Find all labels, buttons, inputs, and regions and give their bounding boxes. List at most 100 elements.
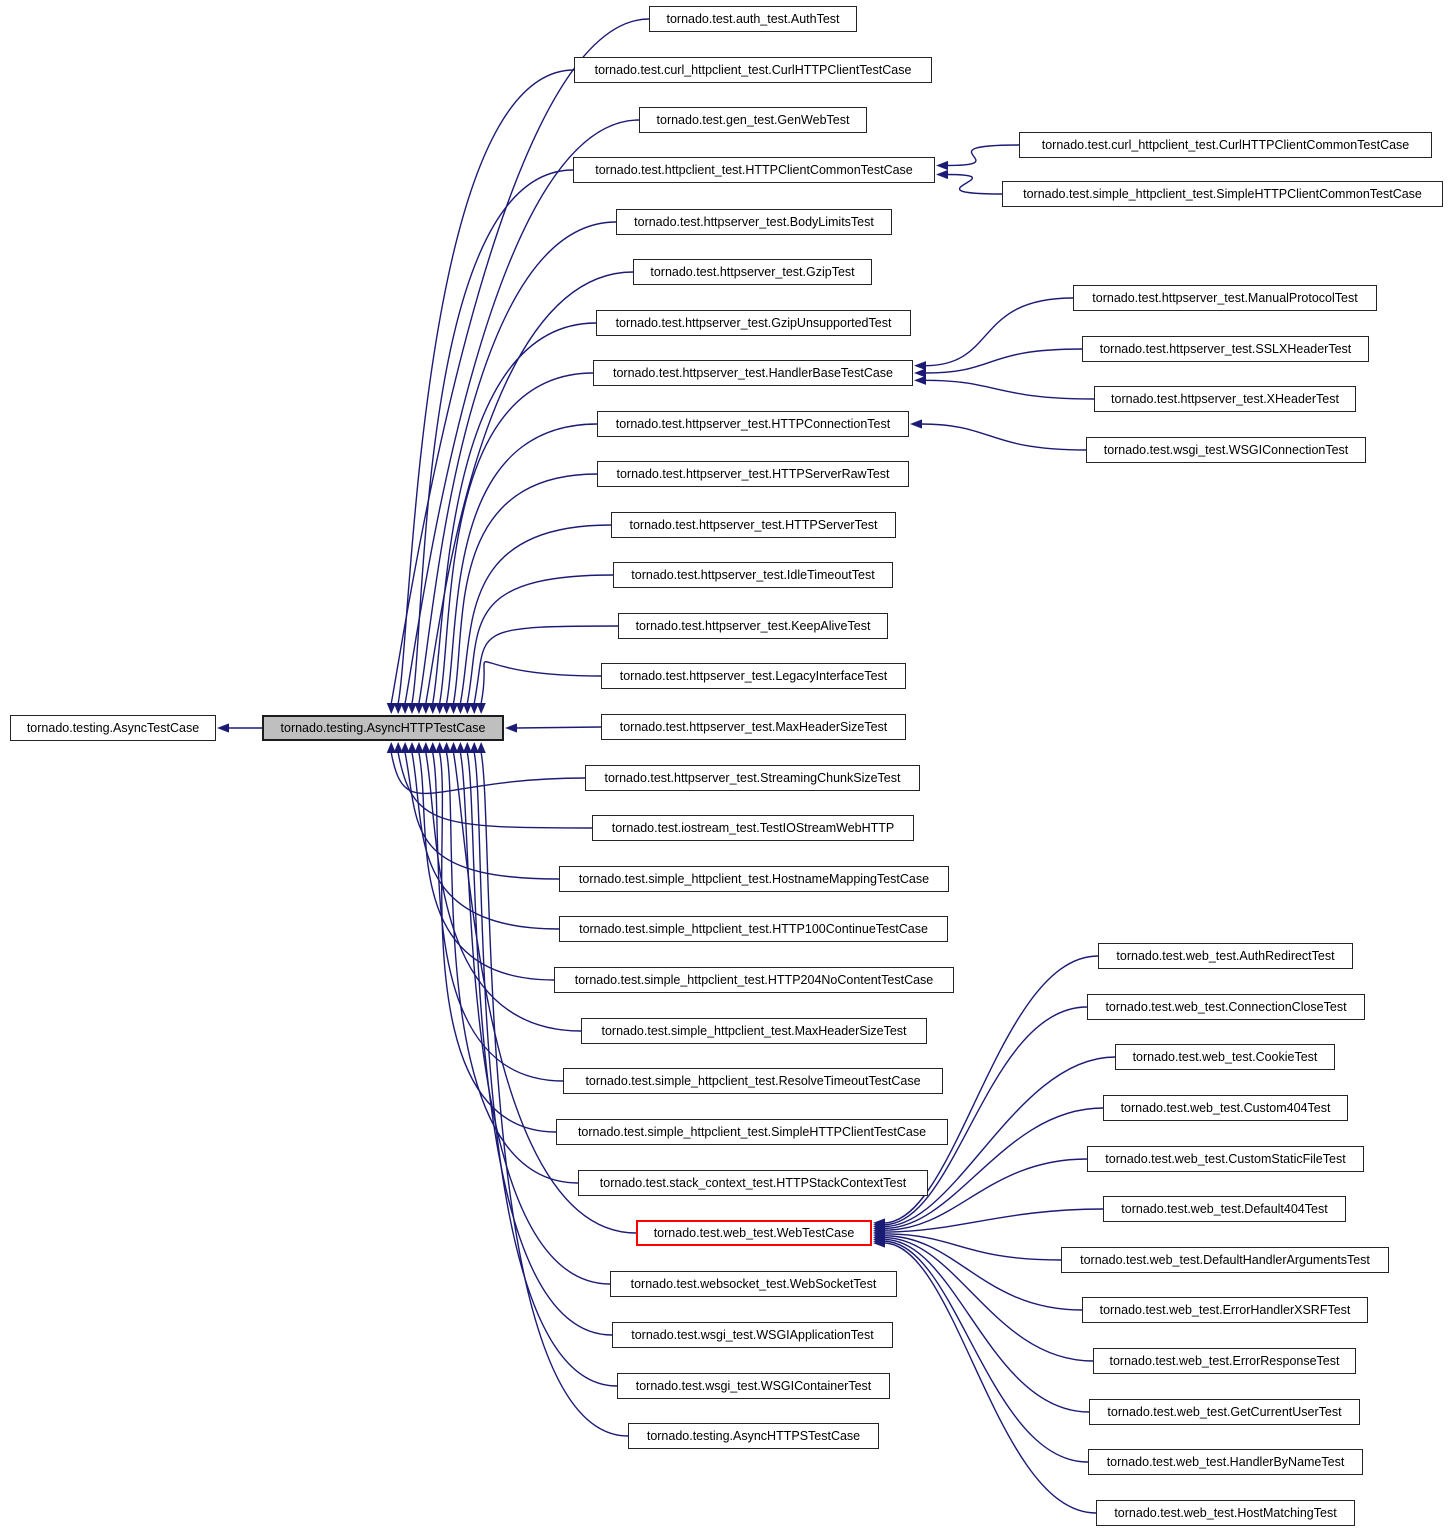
class-node-async_test_case[interactable]: tornado.testing.AsyncTestCase <box>10 715 216 741</box>
class-node-wsgi_container[interactable]: tornado.test.wsgi_test.WSGIContainerTest <box>617 1373 890 1399</box>
inheritance-arrowhead <box>462 742 472 753</box>
class-node-auth_test[interactable]: tornado.test.auth_test.AuthTest <box>649 6 857 32</box>
class-node-async_https[interactable]: tornado.testing.AsyncHTTPSTestCase <box>628 1423 879 1449</box>
class-node-manual_protocol[interactable]: tornado.test.httpserver_test.ManualProto… <box>1073 285 1377 311</box>
class-node-x_header[interactable]: tornado.test.httpserver_test.XHeaderTest <box>1094 386 1356 412</box>
inheritance-edge <box>452 473 598 704</box>
inheritance-edge <box>459 524 612 704</box>
class-node-body_limits[interactable]: tornado.test.httpserver_test.BodyLimitsT… <box>616 209 892 235</box>
class-node-label: tornado.test.web_test.ErrorResponseTest <box>1109 1353 1340 1368</box>
class-node-http_server_raw[interactable]: tornado.test.httpserver_test.HTTPServerR… <box>597 461 909 487</box>
class-node-curl_common[interactable]: tornado.test.curl_httpclient_test.CurlHT… <box>1019 132 1432 158</box>
class-node-wsgi_connection[interactable]: tornado.test.wsgi_test.WSGIConnectionTes… <box>1086 437 1366 463</box>
class-node-handler_base[interactable]: tornado.test.httpserver_test.HandlerBase… <box>593 360 913 386</box>
class-node-curl_tc[interactable]: tornado.test.curl_httpclient_test.CurlHT… <box>574 57 932 83</box>
inheritance-arrowhead <box>217 723 229 733</box>
inheritance-arrowhead <box>393 703 403 714</box>
inheritance-edge <box>445 752 579 1184</box>
class-node-http_server[interactable]: tornado.test.httpserver_test.HTTPServerT… <box>611 512 896 538</box>
inheritance-edge <box>439 372 594 704</box>
class-node-simple_common[interactable]: tornado.test.simple_httpclient_test.Simp… <box>1002 181 1443 207</box>
inheritance-arrowhead <box>414 742 424 753</box>
class-node-label: tornado.testing.AsyncHTTPTestCase <box>280 720 486 735</box>
inheritance-arrowhead <box>910 419 922 429</box>
class-node-label: tornado.test.web_test.Custom404Test <box>1120 1100 1331 1115</box>
class-node-http_connection[interactable]: tornado.test.httpserver_test.HTTPConnect… <box>597 411 909 437</box>
class-node-label: tornado.test.auth_test.AuthTest <box>666 11 840 26</box>
class-node-async_http_test_case[interactable]: tornado.testing.AsyncHTTPTestCase <box>262 715 504 741</box>
class-node-streaming_chunk[interactable]: tornado.test.httpserver_test.StreamingCh… <box>585 765 920 791</box>
class-node-resolve_timeout[interactable]: tornado.test.simple_httpclient_test.Reso… <box>563 1068 943 1094</box>
class-node-label: tornado.test.web_test.CookieTest <box>1132 1049 1318 1064</box>
class-node-label: tornado.test.curl_httpclient_test.CurlHT… <box>1041 137 1410 152</box>
inheritance-edge <box>432 322 597 704</box>
inheritance-arrowhead <box>435 703 445 714</box>
class-node-handler_by_name[interactable]: tornado.test.web_test.HandlerByNameTest <box>1088 1449 1363 1475</box>
class-node-error_response[interactable]: tornado.test.web_test.ErrorResponseTest <box>1093 1348 1356 1374</box>
class-node-label: tornado.test.httpserver_test.StreamingCh… <box>604 770 901 785</box>
class-node-iostream_web[interactable]: tornado.test.iostream_test.TestIOStreamW… <box>592 815 914 841</box>
class-node-label: tornado.test.httpserver_test.LegacyInter… <box>619 668 888 683</box>
class-node-simple_client_tc[interactable]: tornado.test.simple_httpclient_test.Simp… <box>556 1119 948 1145</box>
class-node-custom_static[interactable]: tornado.test.web_test.CustomStaticFileTe… <box>1087 1146 1364 1172</box>
class-node-legacy_interface[interactable]: tornado.test.httpserver_test.LegacyInter… <box>601 663 906 689</box>
class-node-web_tc[interactable]: tornado.test.web_test.WebTestCase <box>636 1220 872 1246</box>
inheritance-edge <box>397 69 575 704</box>
class-node-keep_alive[interactable]: tornado.test.httpserver_test.KeepAliveTe… <box>618 613 888 639</box>
class-node-http204[interactable]: tornado.test.simple_httpclient_test.HTTP… <box>554 967 954 993</box>
class-node-wsgi_app[interactable]: tornado.test.wsgi_test.WSGIApplicationTe… <box>612 1322 893 1348</box>
class-node-auth_redirect[interactable]: tornado.test.web_test.AuthRedirectTest <box>1098 943 1353 969</box>
inheritance-edge <box>924 297 1074 367</box>
class-node-label: tornado.test.httpserver_test.MaxHeaderSi… <box>619 719 888 734</box>
inheritance-arrowhead <box>400 703 410 714</box>
class-node-default_handler_args[interactable]: tornado.test.web_test.DefaultHandlerArgu… <box>1061 1247 1389 1273</box>
class-node-websocket[interactable]: tornado.test.websocket_test.WebSocketTes… <box>610 1271 897 1297</box>
class-node-label: tornado.testing.AsyncHTTPSTestCase <box>646 1428 861 1443</box>
class-node-gen_web[interactable]: tornado.test.gen_test.GenWebTest <box>639 107 867 133</box>
class-node-label: tornado.test.httpserver_test.GzipTest <box>650 264 855 279</box>
inheritance-edge <box>445 423 598 704</box>
inheritance-arrowhead <box>505 723 517 733</box>
inheritance-edge <box>411 752 560 930</box>
class-node-connection_close[interactable]: tornado.test.web_test.ConnectionCloseTes… <box>1087 994 1365 1020</box>
inheritance-arrowhead <box>914 361 926 371</box>
class-node-label: tornado.test.curl_httpclient_test.CurlHT… <box>594 62 912 77</box>
class-node-http100[interactable]: tornado.test.simple_httpclient_test.HTTP… <box>559 916 948 942</box>
class-node-get_current_user[interactable]: tornado.test.web_test.GetCurrentUserTest <box>1089 1399 1360 1425</box>
class-node-hostname_mapping[interactable]: tornado.test.simple_httpclient_test.Host… <box>559 866 949 892</box>
inheritance-arrowhead <box>414 703 424 714</box>
inheritance-arrowhead <box>936 160 948 171</box>
class-node-label: tornado.test.httpserver_test.ManualProto… <box>1092 290 1358 305</box>
class-node-label: tornado.test.simple_httpclient_test.HTTP… <box>574 972 934 987</box>
inheritance-arrowhead <box>455 703 466 714</box>
class-node-host_matching[interactable]: tornado.test.web_test.HostMatchingTest <box>1096 1500 1355 1526</box>
class-node-label: tornado.test.web_test.ErrorHandlerXSRFTe… <box>1099 1302 1351 1317</box>
inheritance-edge <box>883 1208 1104 1233</box>
inheritance-edge <box>924 348 1083 374</box>
class-node-custom404[interactable]: tornado.test.web_test.Custom404Test <box>1103 1095 1348 1121</box>
class-node-max_header_hs[interactable]: tornado.test.httpserver_test.MaxHeaderSi… <box>601 714 906 740</box>
class-node-idle_timeout[interactable]: tornado.test.httpserver_test.IdleTimeout… <box>613 562 893 588</box>
class-node-label: tornado.test.httpserver_test.HTTPConnect… <box>615 416 891 431</box>
class-node-label: tornado.test.stack_context_test.HTTPStac… <box>599 1175 907 1190</box>
class-node-gzip_test[interactable]: tornado.test.httpserver_test.GzipTest <box>633 259 872 285</box>
inheritance-arrowhead <box>914 368 926 378</box>
inheritance-arrowhead <box>448 742 459 753</box>
class-node-stack_context[interactable]: tornado.test.stack_context_test.HTTPStac… <box>578 1170 928 1196</box>
inheritance-arrowhead <box>421 703 431 714</box>
inheritance-edge <box>946 144 1020 167</box>
class-node-gzip_unsupported[interactable]: tornado.test.httpserver_test.GzipUnsuppo… <box>596 310 911 336</box>
class-node-label: tornado.test.simple_httpclient_test.MaxH… <box>601 1023 907 1038</box>
class-node-default404[interactable]: tornado.test.web_test.Default404Test <box>1103 1196 1346 1222</box>
class-node-http_common[interactable]: tornado.test.httpclient_test.HTTPClientC… <box>573 157 935 183</box>
class-node-cookie_test[interactable]: tornado.test.web_test.CookieTest <box>1115 1044 1335 1070</box>
class-node-max_header_sc[interactable]: tornado.test.simple_httpclient_test.MaxH… <box>581 1018 927 1044</box>
class-node-sslx_header[interactable]: tornado.test.httpserver_test.SSLXHeaderT… <box>1082 336 1369 362</box>
class-node-label: tornado.test.simple_httpclient_test.Simp… <box>577 1124 927 1139</box>
inheritance-edge <box>883 1233 1062 1261</box>
inheritance-edge <box>883 1240 1089 1463</box>
class-node-error_xsrf[interactable]: tornado.test.web_test.ErrorHandlerXSRFTe… <box>1082 1297 1368 1323</box>
inheritance-arrowhead <box>462 703 472 714</box>
